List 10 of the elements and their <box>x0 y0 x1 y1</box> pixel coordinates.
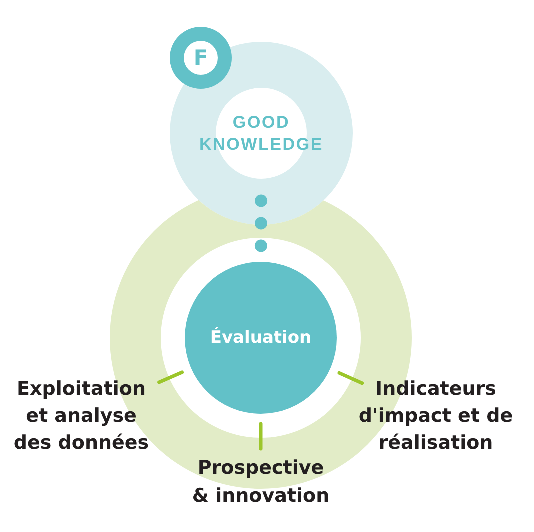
leader-line <box>158 370 184 384</box>
ring-label: GOOD KNOWLEDGE <box>198 112 325 156</box>
category-label: Exploitation et analyse des données <box>6 376 157 457</box>
category-label: Indicateurs d'impact et de réalisation <box>351 376 521 457</box>
circle-label: Évaluation <box>210 327 312 349</box>
leader-line <box>338 371 364 386</box>
badge-letter: F <box>184 41 218 75</box>
category-label: Prospective & innovation <box>190 454 332 510</box>
leader-line <box>259 422 263 451</box>
dotted-connector <box>254 194 268 252</box>
